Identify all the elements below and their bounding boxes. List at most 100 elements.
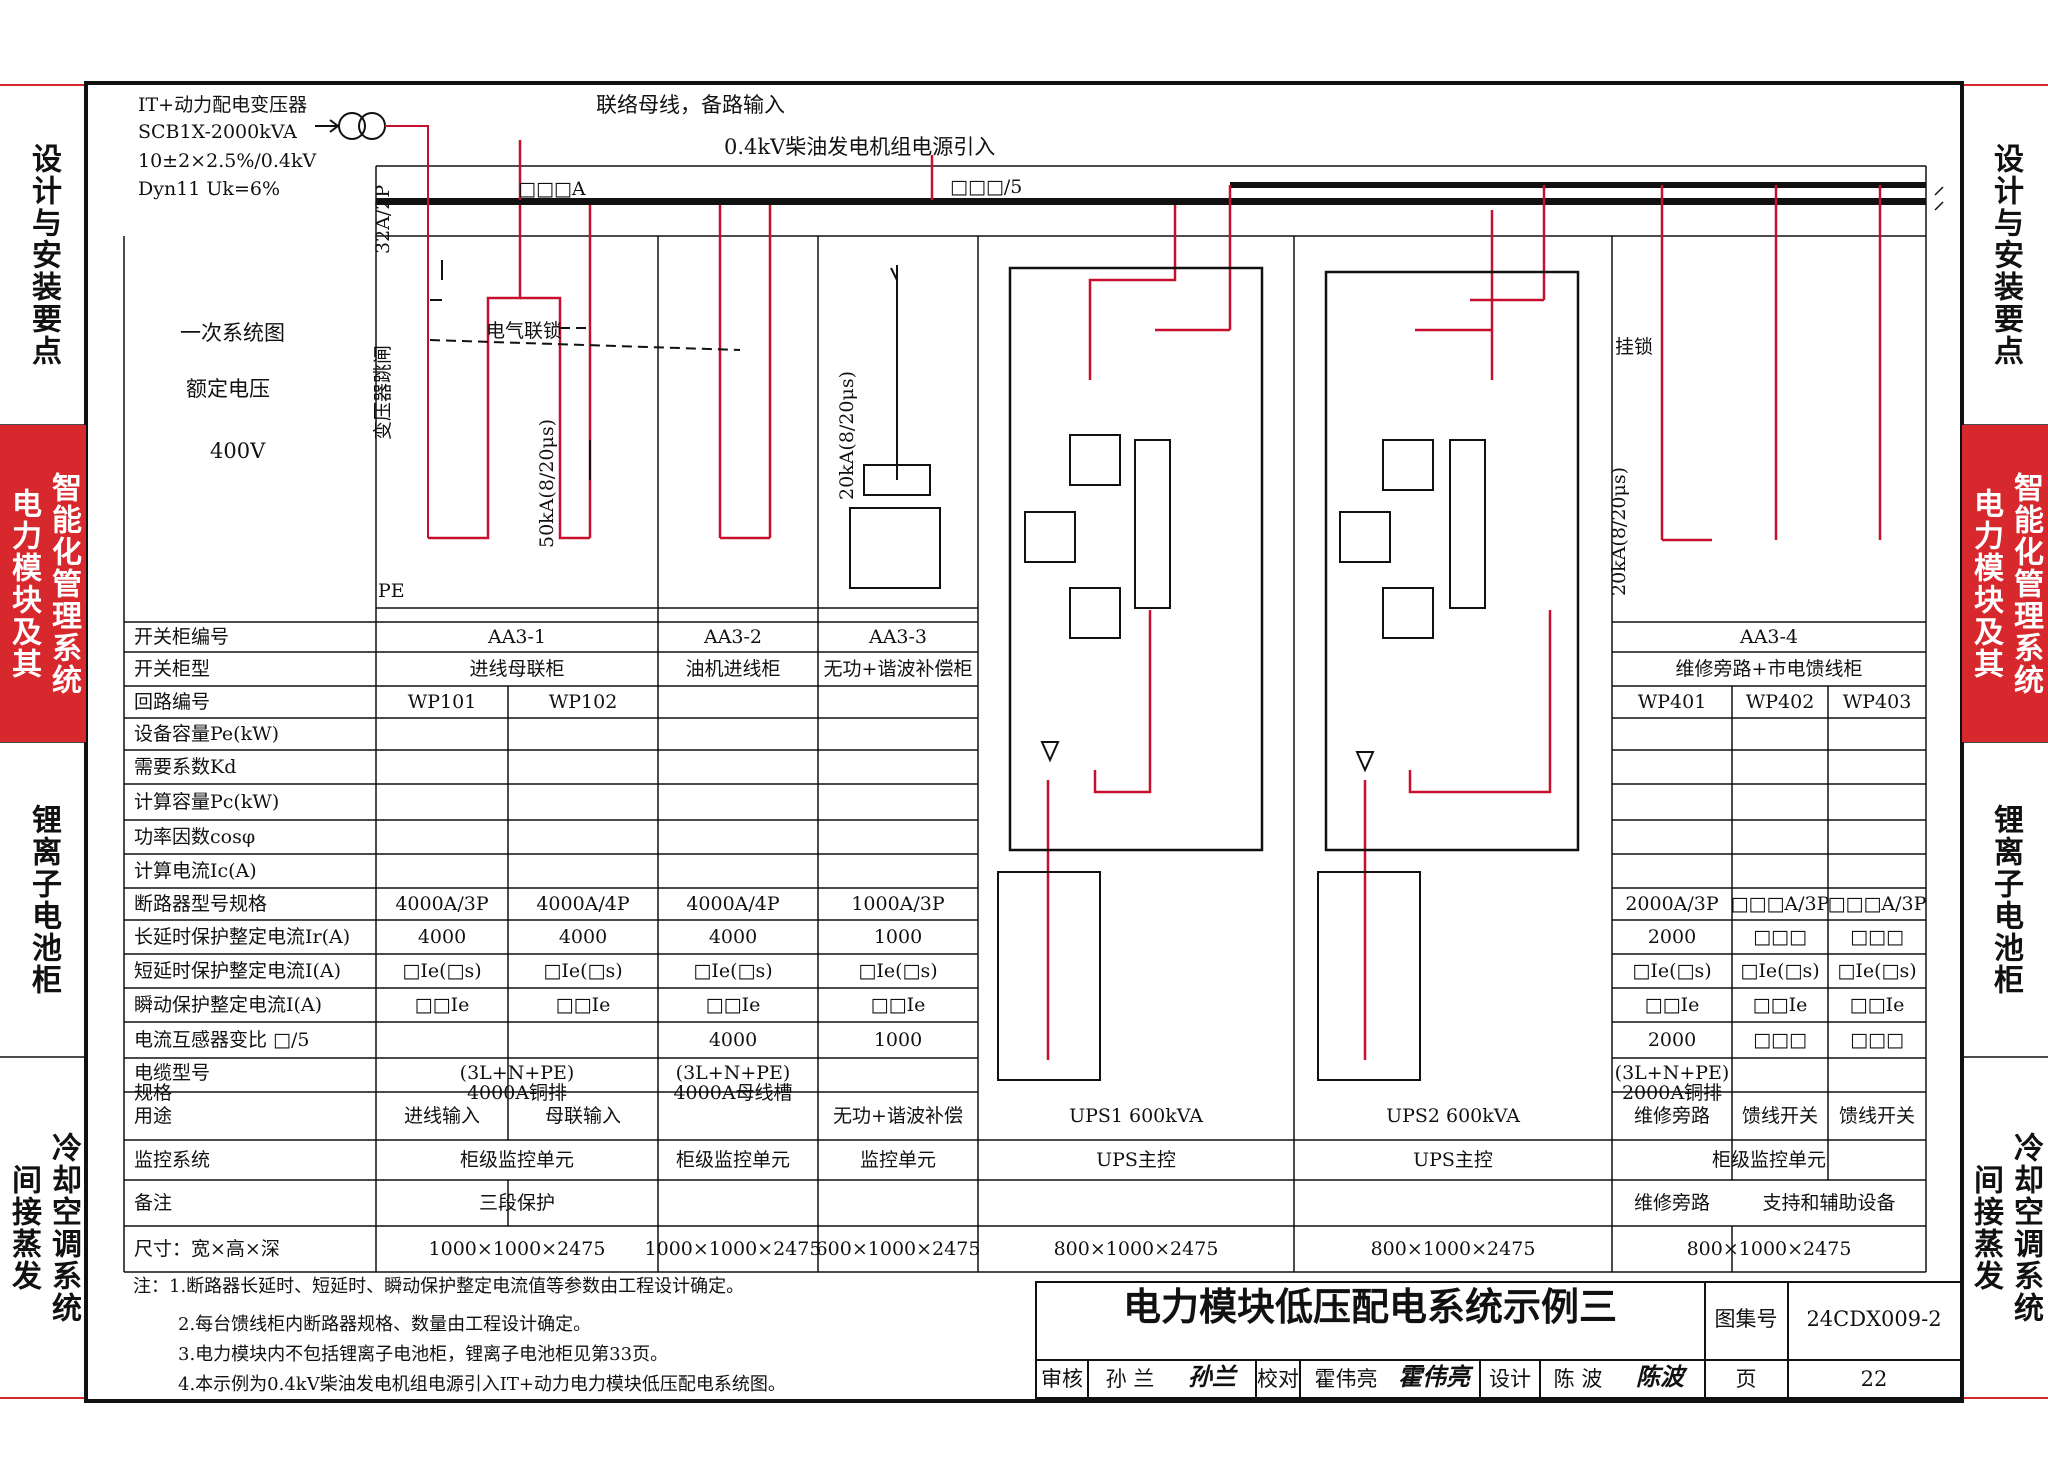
- table-cell: □□□A/3P: [1827, 893, 1927, 915]
- side-tab-left-2[interactable]: 智能化管理系统电力模块及其: [0, 425, 86, 742]
- review-label: 审核: [1041, 1367, 1083, 1391]
- row-header: 回路编号: [134, 691, 211, 713]
- table-cell: AA3-3: [868, 626, 928, 648]
- table-cell: WP101: [407, 691, 477, 713]
- table-cell: □□Ie: [414, 994, 470, 1016]
- atlas-number: 24CDX009-2: [1806, 1307, 1942, 1331]
- table-cell: (3L+N+PE): [675, 1062, 791, 1084]
- table-cell: □Ie(□s): [858, 960, 938, 982]
- side-tab-left-1[interactable]: 设计与安装要点: [0, 85, 86, 425]
- primary-diagram-label: 一次系统图: [180, 321, 285, 345]
- table-cell: 1000×1000×2475: [644, 1238, 822, 1260]
- spd3-label: 20kA(8/20μs): [1608, 466, 1630, 596]
- table-cell: 1000A/3P: [851, 893, 945, 915]
- table-cell: 4000A母线槽: [673, 1082, 793, 1104]
- note-1: 注：1.断路器长延时、短延时、瞬动保护整定电流值等参数由工程设计确定。: [133, 1276, 745, 1297]
- table-cell: □□□: [1753, 1029, 1807, 1051]
- mcb-label: 32A/2P: [372, 184, 394, 254]
- title-block-frame: [1035, 1281, 1963, 1399]
- side-tab-label: 设计与安装要点: [1988, 143, 2023, 367]
- spd2-label: 20kA(8/20μs): [836, 370, 858, 500]
- table-cell: WP102: [548, 691, 618, 713]
- lock-label: 挂锁: [1615, 336, 1654, 358]
- table-cell: 2000: [1647, 1029, 1697, 1051]
- table-cell: WP403: [1842, 691, 1912, 713]
- pe-label: PE: [378, 580, 405, 602]
- table-cell: □□Ie: [705, 994, 761, 1016]
- page-number: 22: [1860, 1367, 1888, 1391]
- side-tab-label: 设计与安装要点: [26, 143, 61, 367]
- row-header: 规格: [134, 1082, 173, 1104]
- table-cell: □Ie(□s): [402, 960, 482, 982]
- side-tab-label: 智能化管理系统: [46, 471, 81, 696]
- table-cell: □□Ie: [555, 994, 611, 1016]
- table-cell: 馈线开关: [1838, 1105, 1916, 1127]
- table-cell: 进线母联柜: [469, 658, 565, 680]
- note-3: 3.电力模块内不包括锂离子电池柜，锂离子电池柜见第33页。: [178, 1344, 669, 1365]
- table-cell: □Ie(□s): [1632, 960, 1712, 982]
- table-cell: 2000A/3P: [1625, 893, 1719, 915]
- table-cell: (3L+N+PE): [459, 1062, 575, 1084]
- schedule-grid: [123, 236, 1927, 1273]
- table-cell: 三段保护: [478, 1192, 556, 1214]
- table-cell: □□Ie: [1644, 994, 1700, 1016]
- side-tab-label: 冷却空调系统: [2008, 1131, 2043, 1324]
- table-cell: □□□: [1753, 926, 1807, 948]
- table-cell: □□□: [1850, 926, 1904, 948]
- table-cell: □Ie(□s): [1837, 960, 1917, 982]
- row-header: 电缆型号: [134, 1062, 211, 1084]
- table-cell: 800×1000×2475: [1370, 1238, 1536, 1260]
- table-cell: 800×1000×2475: [1053, 1238, 1219, 1260]
- transformer-line-1: IT+动力配电变压器: [138, 94, 308, 116]
- transformer-symbol: [315, 112, 429, 538]
- side-tab-left-3[interactable]: 锂离子电池柜: [0, 742, 86, 1057]
- table-cell: □Ie(□s): [543, 960, 623, 982]
- reviewer-signature: 孙兰: [1188, 1362, 1236, 1391]
- table-cell: 4000: [708, 926, 758, 948]
- trip-label: 变压器跳闸: [372, 344, 394, 440]
- table-cell: 柜级监控单元: [459, 1149, 575, 1171]
- transformer-line-3: 10±2×2.5%/0.4kV: [138, 150, 317, 172]
- row-header: 瞬动保护整定电流I(A): [134, 994, 323, 1016]
- table-cell: 600×1000×2475: [815, 1238, 981, 1260]
- side-tab-label-2: 间接蒸发: [1968, 1163, 2003, 1292]
- table-cell: 1000: [873, 1029, 923, 1051]
- row-header: 需要系数Kd: [134, 756, 237, 778]
- table-cell: □Ie(□s): [1740, 960, 1820, 982]
- table-cell: 4000A/4P: [686, 893, 780, 915]
- checker-signature: 霍伟亮: [1398, 1362, 1470, 1391]
- note-4: 4.本示例为0.4kV柴油发电机组电源引入IT+动力电力模块低压配电系统图。: [178, 1374, 786, 1395]
- rated-voltage-label: 额定电压: [186, 377, 270, 401]
- designer-name: 陈 波: [1553, 1367, 1603, 1391]
- table-cell: 无功+谐波补偿柜: [823, 658, 973, 680]
- row-header: 长延时保护整定电流Ir(A): [134, 926, 351, 948]
- side-tab-right-4[interactable]: 冷却空调系统间接蒸发: [1962, 1057, 2048, 1398]
- table-cell: 维修旁路: [1633, 1192, 1711, 1214]
- side-tab-label-2: 电力模块及其: [6, 487, 41, 680]
- device-symbols: [429, 260, 1580, 1081]
- table-cell: WP402: [1745, 691, 1815, 713]
- table-cell: (3L+N+PE): [1614, 1062, 1730, 1084]
- side-tab-right-1[interactable]: 设计与安装要点: [1962, 85, 2048, 425]
- spd1-label: 50kA(8/20μs): [536, 418, 558, 548]
- table-cell: □□Ie: [1752, 994, 1808, 1016]
- table-cell: WP401: [1637, 691, 1707, 713]
- row-header: 计算容量Pc(kW): [134, 791, 280, 813]
- table-cell: □□Ie: [870, 994, 926, 1016]
- table-cell: UPS2 600kVA: [1386, 1105, 1520, 1127]
- reviewer-name: 孙 兰: [1105, 1367, 1155, 1391]
- interlock-label: 电气联锁: [486, 320, 563, 342]
- table-cell: 4000A/4P: [536, 893, 630, 915]
- table-cell: AA3-2: [703, 626, 763, 648]
- generator-label: 0.4kV柴油发电机组电源引入: [724, 135, 996, 159]
- table-cell: 油机进线柜: [685, 658, 781, 680]
- table-cell: 800×1000×2475: [1686, 1238, 1852, 1260]
- table-cell: 1000: [873, 926, 923, 948]
- side-tab-right-2[interactable]: 智能化管理系统电力模块及其: [1962, 425, 2048, 742]
- side-tab-label: 锂离子电池柜: [26, 803, 61, 996]
- table-cell: □□□A/3P: [1730, 893, 1830, 915]
- side-tab-label: 冷却空调系统: [46, 1131, 81, 1324]
- side-tab-right-3[interactable]: 锂离子电池柜: [1962, 742, 2048, 1057]
- side-tab-left-4[interactable]: 冷却空调系统间接蒸发: [0, 1057, 86, 1398]
